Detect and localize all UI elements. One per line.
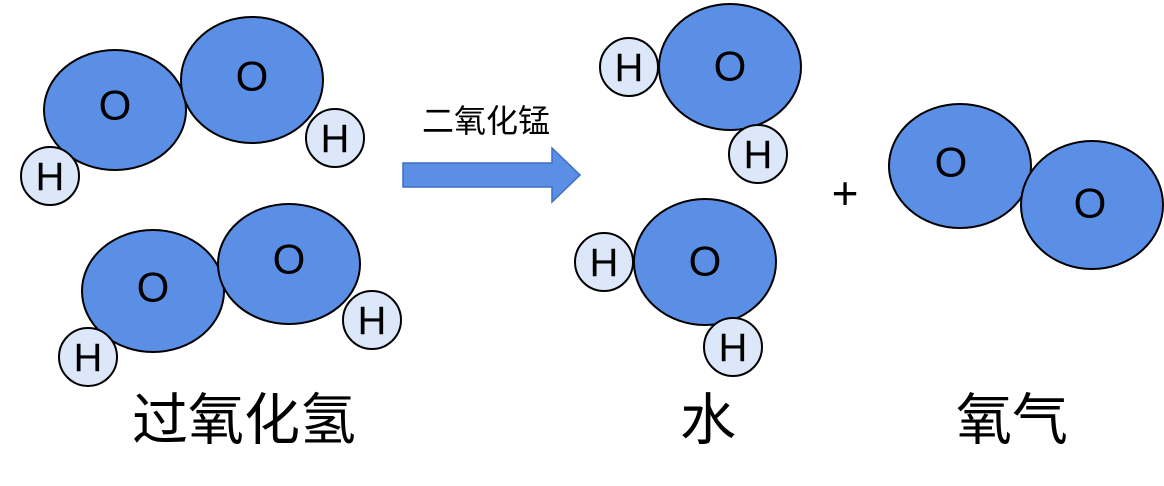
hydrogen-symbol: H (744, 133, 773, 177)
hydrogen-atom (305, 108, 365, 168)
hydrogen-peroxide-label: 过氧化氢 (132, 389, 356, 454)
hydrogen-atom (599, 37, 659, 97)
oxygen-symbol: O (273, 236, 306, 283)
hydrogen-symbol: H (36, 155, 65, 199)
h2o2-molecule-bottom: O O H H (58, 203, 402, 387)
oxygen-symbol: O (714, 43, 747, 90)
hydrogen-symbol: H (74, 336, 103, 380)
hydrogen-atom (703, 317, 763, 377)
oxygen-atom (43, 49, 187, 171)
hydrogen-atom (574, 232, 634, 292)
oxygen-gas-label: 氧气 (956, 389, 1068, 454)
water-label: 水 (680, 389, 736, 454)
oxygen-symbol: O (99, 82, 132, 129)
oxygen-atom (217, 203, 361, 325)
h2o2-molecule-top: O O H H (20, 16, 365, 206)
oxygen-symbol: O (137, 264, 170, 311)
plus-sign: + (832, 167, 859, 219)
hydrogen-atom (58, 327, 118, 387)
oxygen-symbol: O (935, 139, 968, 186)
hydrogen-symbol: H (615, 46, 644, 90)
oxygen-atom (81, 229, 225, 353)
hydrogen-atom (20, 146, 80, 206)
catalyst-label: 二氧化锰 (422, 102, 550, 140)
reaction-arrow (402, 146, 582, 204)
hydrogen-atom (728, 124, 788, 184)
oxygen-symbol: O (689, 238, 722, 285)
water-molecule-top: O H H (599, 3, 802, 184)
hydrogen-symbol: H (590, 241, 619, 285)
hydrogen-symbol: H (321, 117, 350, 161)
hydrogen-symbol: H (358, 299, 387, 343)
oxygen-atom (1020, 140, 1164, 270)
oxygen-atom (180, 16, 324, 144)
hydrogen-atom (342, 290, 402, 350)
oxygen-symbol: O (236, 53, 269, 100)
oxygen-symbol: O (1074, 180, 1107, 227)
hydrogen-symbol: H (719, 326, 748, 370)
oxygen-molecule: O O (888, 103, 1164, 270)
water-molecule-bottom: O H H (574, 198, 777, 377)
oxygen-atom (888, 103, 1032, 229)
